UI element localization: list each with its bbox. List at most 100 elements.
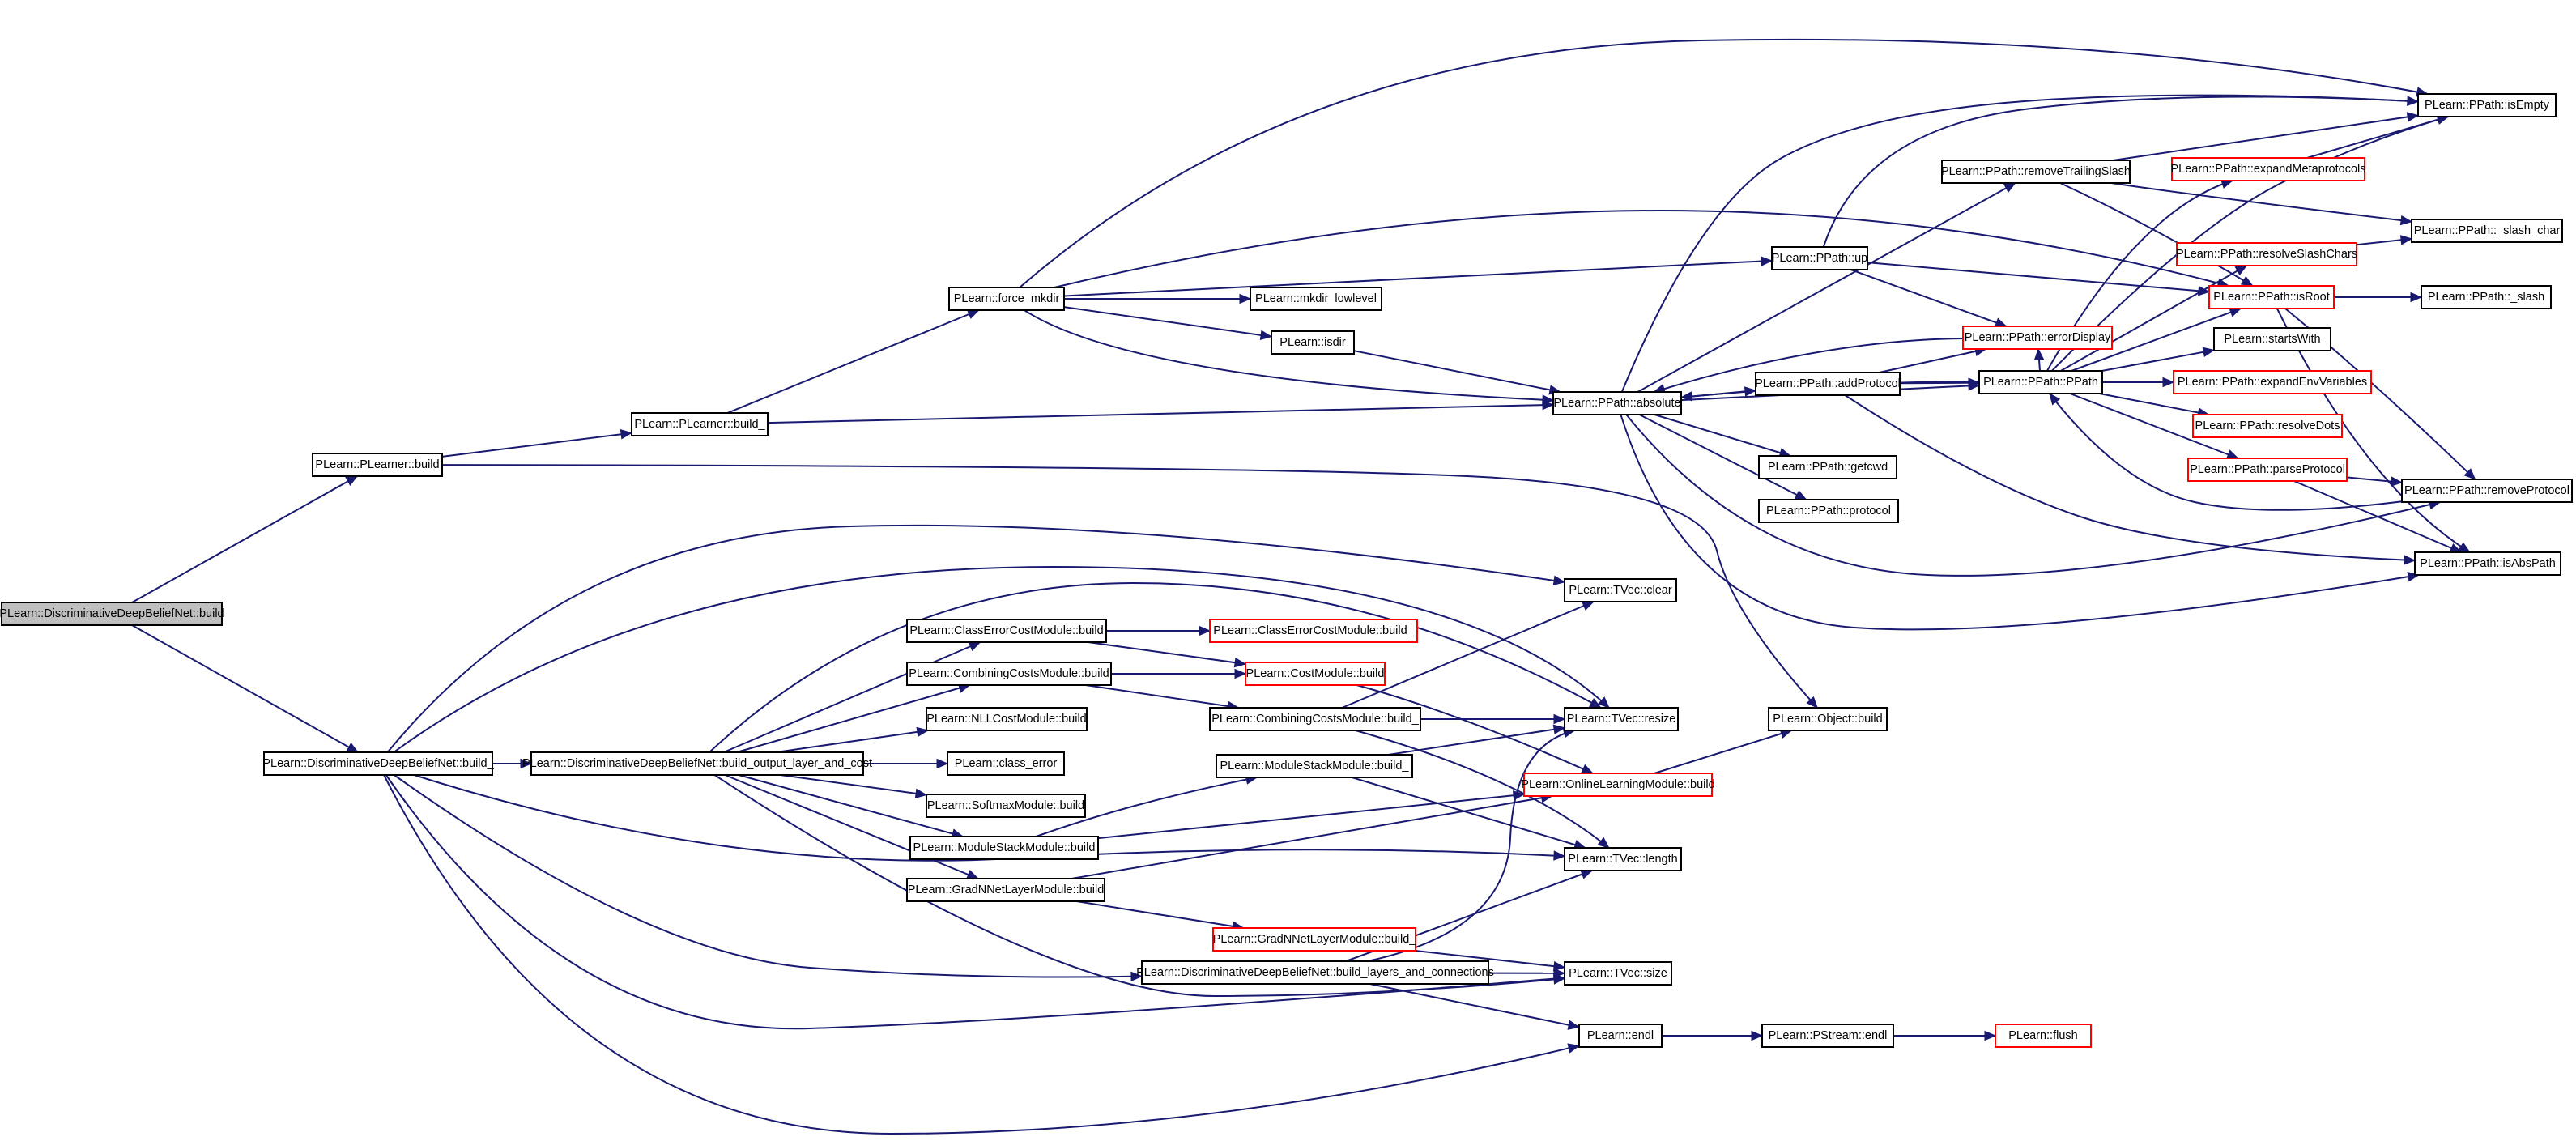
node-label: PLearn::PPath::PPath <box>1983 376 2098 389</box>
node-ppath-isRoot[interactable]: PLearn::PPath::isRoot <box>2208 285 2335 309</box>
arrowhead-ppath_slash_char <box>2399 215 2413 226</box>
edge-ppath_ppath-to-startsWith <box>2101 349 2215 372</box>
node-tvec-size[interactable]: PLearn::TVec::size <box>1564 961 1672 986</box>
node-classerror-build[interactable]: PLearn::ClassErrorCostModule::build <box>906 619 1107 643</box>
edge-force_mkdir-to-ppath_isEmpty <box>1019 38 2428 288</box>
node-plearner-build[interactable]: PLearn::PLearner::build <box>312 453 443 477</box>
node-ppath-addProtocol[interactable]: PLearn::PPath::addProtocol <box>1755 372 1901 396</box>
edge-ppath_parseProtocol-to-ppath_isAbsPath <box>2293 480 2462 553</box>
node-class-error[interactable]: PLearn::class_error <box>947 751 1065 776</box>
edge-gradnnet_build_-to-tvec_size <box>1415 950 1565 969</box>
edge-ppath_absolute-to-ppath_isAbsPath <box>1620 414 2419 631</box>
node-ppath-parseProtocol[interactable]: PLearn::PPath::parseProtocol <box>2187 458 2348 482</box>
node-costmodule-build[interactable]: PLearn::CostModule::build <box>1245 662 1386 686</box>
node-ppath-errorDisplay[interactable]: PLearn::PPath::errorDisplay <box>1962 326 2113 350</box>
node-label: PLearn::ModuleStackModule::build <box>913 841 1096 854</box>
node-modulestack-build-[interactable]: PLearn::ModuleStackModule::build_ <box>1216 754 1413 778</box>
node-ppath-absolute[interactable]: PLearn::PPath::absolute <box>1552 391 1682 415</box>
edge-ppath_removeProtocol-to-ppath_ppath <box>2049 393 2403 511</box>
node-box <box>926 794 1086 818</box>
node-gradnnet-build-[interactable]: PLearn::GradNNetLayerModule::build_ <box>1212 927 1417 952</box>
node-pstream-endl[interactable]: PLearn::PStream::endl <box>1761 1024 1894 1048</box>
node-ppath-expandEnvVariables[interactable]: PLearn::PPath::expandEnvVariables <box>2173 370 2372 394</box>
node-combining-build-[interactable]: PLearn::CombiningCostsModule::build_ <box>1209 707 1421 731</box>
arrowhead-ppath_ppath <box>1968 377 1981 388</box>
edge-dbn_build_output-to-tvec_size <box>713 774 1565 998</box>
arrowhead-ppath_absolute <box>1680 391 1693 402</box>
node-dbn-build-[interactable]: PLearn::DiscriminativeDeepBeliefNet::bui… <box>262 751 495 776</box>
node-dbn-build[interactable]: PLearn::DiscriminativeDeepBeliefNet::bui… <box>0 602 224 626</box>
arrowhead-ppath_isAbsPath <box>2404 555 2416 565</box>
node-isdir[interactable]: PLearn::isdir <box>1271 330 1355 355</box>
node-ppath-protocol[interactable]: PLearn::PPath::protocol <box>1758 499 1899 523</box>
arrowhead-classerror_build_ <box>1199 625 1211 636</box>
node-classerror-build-[interactable]: PLearn::ClassErrorCostModule::build_ <box>1209 619 1418 643</box>
node-box <box>948 287 1065 311</box>
edge-combining_build-to-combining_build_ <box>1085 684 1239 709</box>
node-mkdir-lowlevel[interactable]: PLearn::mkdir_lowlevel <box>1250 287 1382 311</box>
node-label: PLearn::GradNNetLayerModule::build_ <box>1213 933 1417 946</box>
arrowhead-online_build <box>1580 764 1595 774</box>
node-box <box>2417 93 2557 117</box>
node-label: PLearn::PPath::isEmpty <box>2425 99 2550 112</box>
node-label: PLearn::PPath::resolveDots <box>2195 419 2340 432</box>
node-ppath-slash[interactable]: PLearn::PPath::_slash <box>2421 285 2552 309</box>
node-label: PLearn::Object::build <box>1773 713 1882 726</box>
arrowhead-endl <box>1567 1043 1581 1054</box>
node-endl[interactable]: PLearn::endl <box>1578 1024 1663 1048</box>
arrowhead-tvec_length <box>1597 837 1610 849</box>
node-plearner-build-[interactable]: PLearn::PLearner::build_ <box>631 412 769 436</box>
node-ppath-resolveSlashChars[interactable]: PLearn::PPath::resolveSlashChars <box>2176 242 2357 266</box>
node-combining-build[interactable]: PLearn::CombiningCostsModule::build <box>906 662 1112 686</box>
arrowhead-ppath_protocol <box>1794 490 1807 500</box>
arrowhead-tvec_length <box>1553 850 1566 861</box>
edge-ppath_ppath-to-ppath_isRoot <box>2071 308 2242 372</box>
node-ppath-getcwd[interactable]: PLearn::PPath::getcwd <box>1758 455 1897 479</box>
node-ppath-expandMetaprotocols[interactable]: PLearn::PPath::expandMetaprotocols <box>2170 157 2366 181</box>
edge-dbn_build_-to-tvec_clear <box>386 524 1565 753</box>
node-modulestack-build[interactable]: PLearn::ModuleStackModule::build <box>909 836 1099 860</box>
node-label: PLearn::class_error <box>955 757 1058 770</box>
edge-dbn_build_output-to-gradnnet_build <box>724 774 979 879</box>
node-box <box>1523 773 1713 797</box>
node-label: PLearn::TVec::length <box>1568 853 1677 866</box>
node-ppath-removeProtocol[interactable]: PLearn::PPath::removeProtocol <box>2401 479 2573 503</box>
edge-ppath_absolute-to-ppath_getcwd <box>1654 414 1791 457</box>
node-tvec-resize[interactable]: PLearn::TVec::resize <box>1564 707 1679 731</box>
node-box <box>909 836 1099 860</box>
node-ppath-up[interactable]: PLearn::PPath::up <box>1771 246 1868 270</box>
edge-ppath_absolute-to-ppath_removeTrailingSlash <box>1637 182 2016 393</box>
node-ppath-resolveDots[interactable]: PLearn::PPath::resolveDots <box>2192 414 2343 438</box>
node-online-build[interactable]: PLearn::OnlineLearningModule::build <box>1521 773 1715 797</box>
node-box <box>1552 391 1682 415</box>
node-gradnnet-build[interactable]: PLearn::GradNNetLayerModule::build <box>906 878 1105 902</box>
arrowhead-ppath_removeTrailingSlash <box>2003 182 2016 194</box>
node-tvec-length[interactable]: PLearn::TVec::length <box>1564 847 1682 871</box>
node-label: PLearn::DiscriminativeDeepBeliefNet::bui… <box>1136 966 1494 979</box>
node-flush[interactable]: PLearn::flush <box>1995 1024 2092 1048</box>
node-softmax-build[interactable]: PLearn::SoftmaxModule::build <box>926 794 1086 818</box>
node-dbn-build-layers[interactable]: PLearn::DiscriminativeDeepBeliefNet::bui… <box>1136 960 1494 985</box>
node-ppath-isAbsPath[interactable]: PLearn::PPath::isAbsPath <box>2414 551 2561 576</box>
node-ppath-removeTrailingSlash[interactable]: PLearn::PPath::removeTrailingSlash <box>1941 160 2131 184</box>
node-label: PLearn::PPath::resolveSlashChars <box>2176 248 2357 261</box>
node-nllcost-build[interactable]: PLearn::NLLCostModule::build <box>926 707 1088 731</box>
node-ppath-isEmpty[interactable]: PLearn::PPath::isEmpty <box>2417 93 2557 117</box>
arrowhead-ppath_isAbsPath <box>2458 542 2471 553</box>
edge-dbn_build_output-to-modulestack_build <box>738 774 964 837</box>
edge-ppath_ppath-to-ppath_isEmpty <box>2051 116 2449 372</box>
node-ppath-slash-char[interactable]: PLearn::PPath::_slash_char <box>2411 219 2563 243</box>
node-box <box>1995 1024 2092 1048</box>
node-dbn-build-output[interactable]: PLearn::DiscriminativeDeepBeliefNet::bui… <box>522 751 872 776</box>
edge-force_mkdir-to-ppath_up <box>1063 259 1773 297</box>
edge-dbn_build_output-to-softmax_build <box>780 774 927 796</box>
node-object-build[interactable]: PLearn::Object::build <box>1768 707 1888 731</box>
node-force-mkdir[interactable]: PLearn::force_mkdir <box>948 287 1065 311</box>
edge-dbn_build_-to-tvec_resize <box>393 565 1610 753</box>
node-startsWith[interactable]: PLearn::startsWith <box>2213 327 2331 351</box>
node-box <box>947 751 1065 776</box>
node-box <box>1978 370 2103 394</box>
node-tvec-clear[interactable]: PLearn::TVec::clear <box>1564 578 1677 602</box>
node-ppath-ppath[interactable]: PLearn::PPath::PPath <box>1978 370 2103 394</box>
